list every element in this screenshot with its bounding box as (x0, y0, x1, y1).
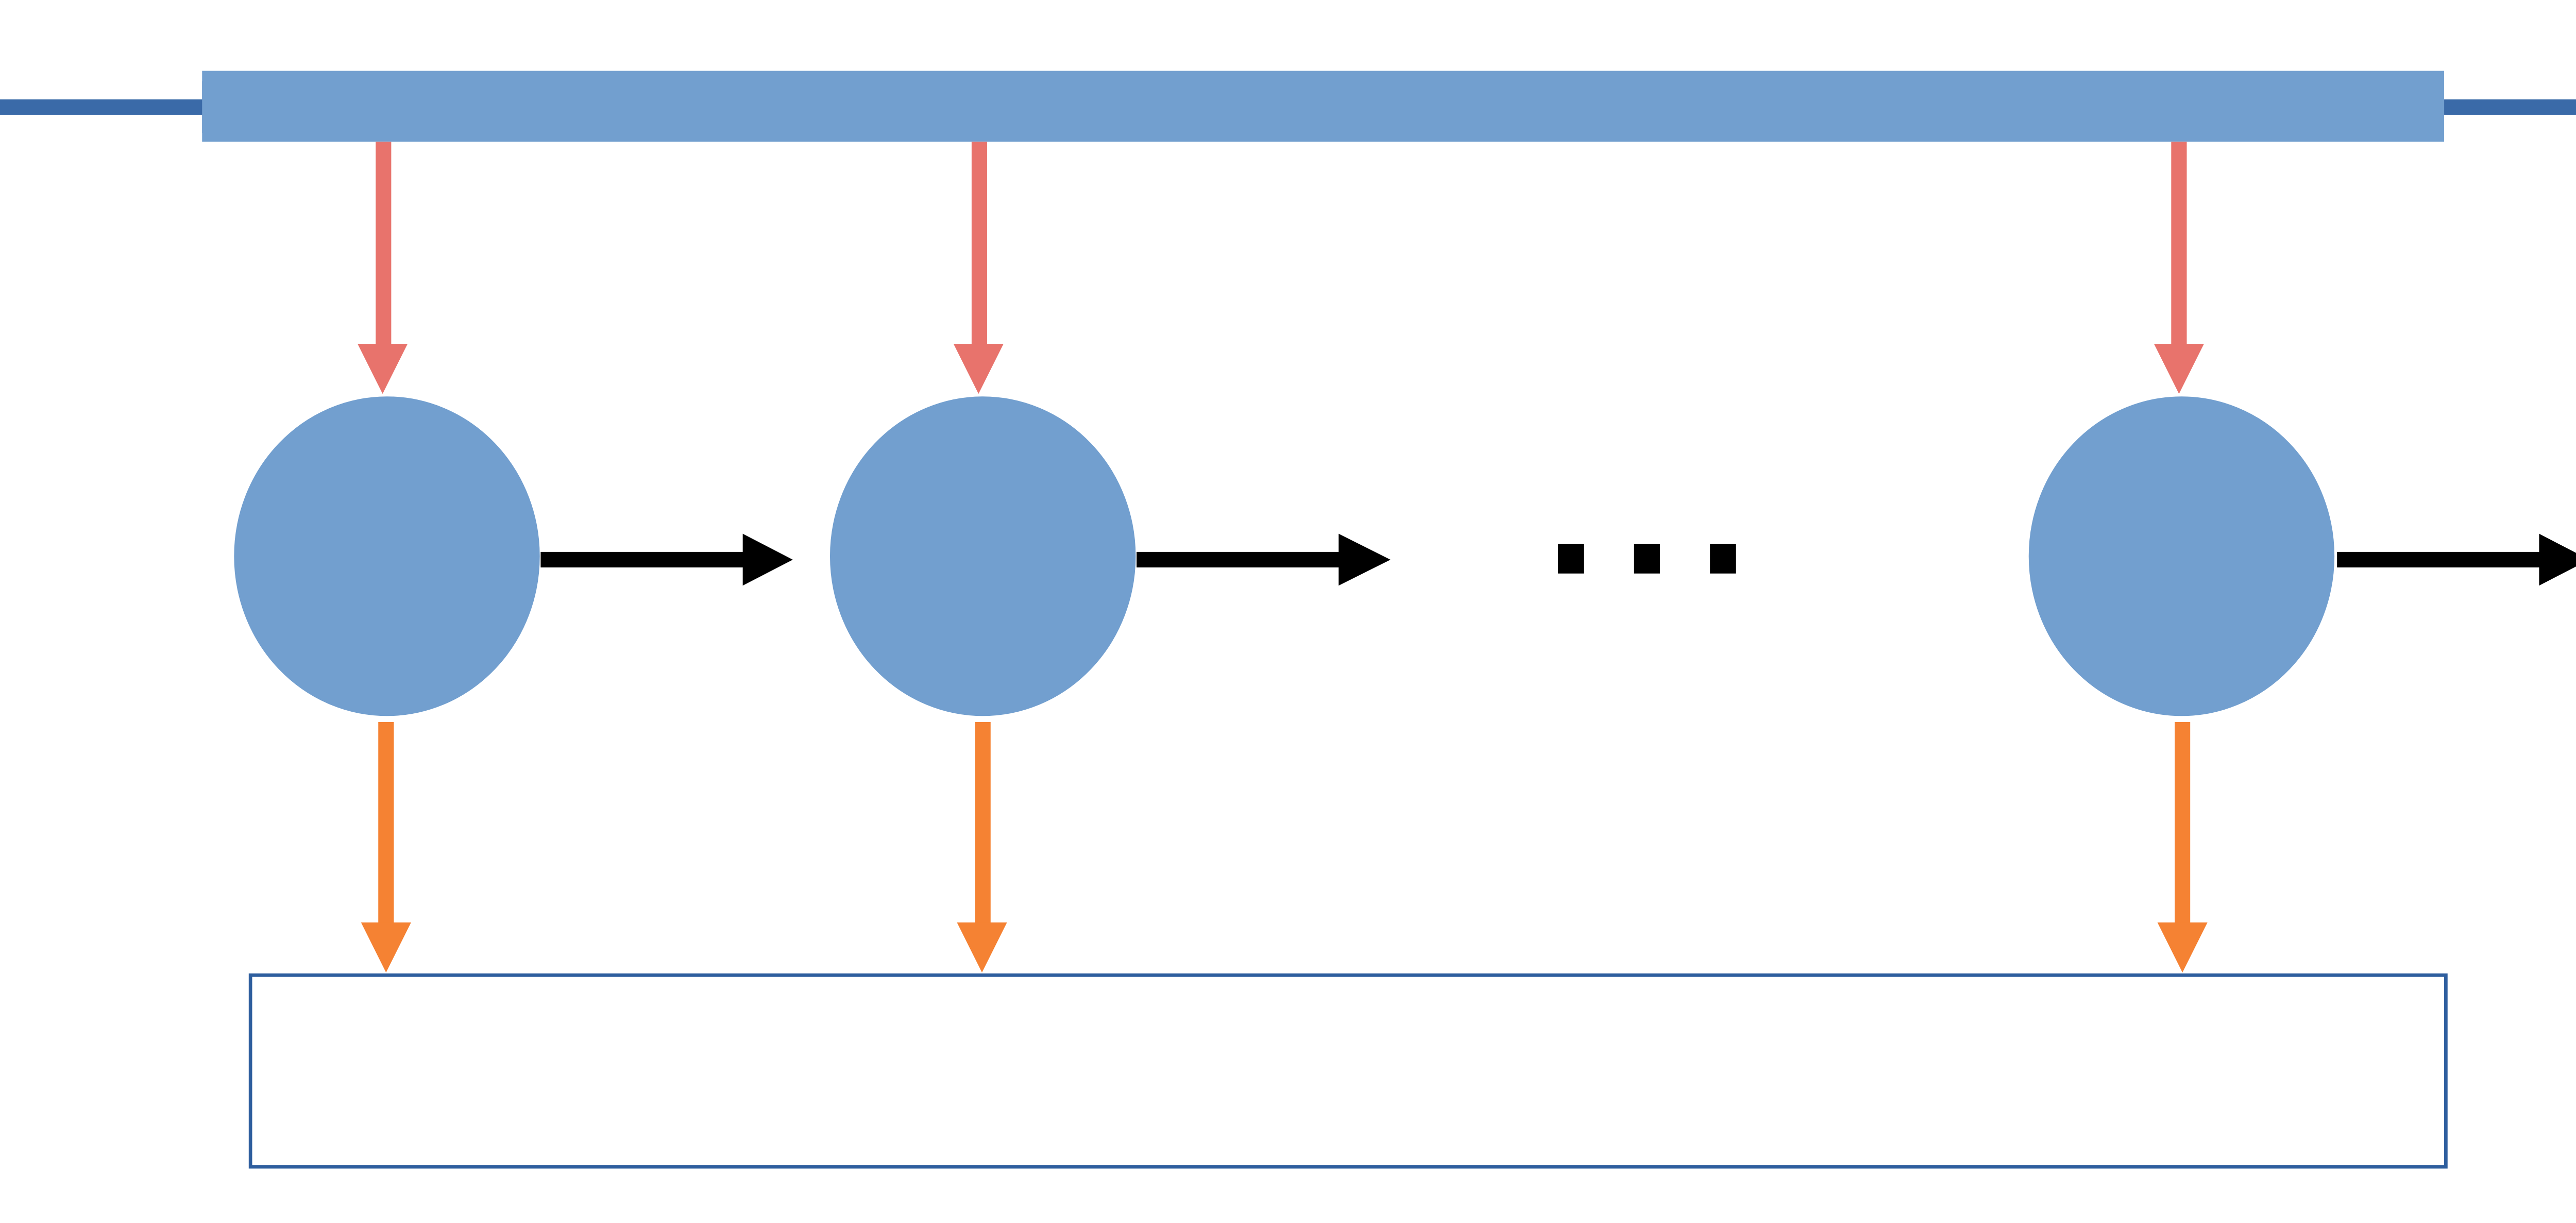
ellipsis (1558, 544, 1736, 574)
ellipsis-dot (1710, 544, 1736, 574)
down-arrow-bottom-2 (957, 722, 1007, 973)
chain-arrow-n (2337, 533, 2576, 586)
node-1 (232, 394, 542, 718)
down-arrow-top-2 (953, 141, 1004, 394)
chain-arrow-1 (540, 533, 793, 586)
ellipsis-dot (1634, 544, 1660, 574)
down-arrow-top-1 (358, 141, 408, 394)
node-n (2027, 394, 2336, 718)
down-arrow-bottom-n (2157, 722, 2208, 973)
down-arrow-top-n (2154, 141, 2205, 394)
chain-arrow-2 (1137, 533, 1391, 586)
node-2 (828, 394, 1138, 718)
down-arrow-bottom-1 (361, 722, 411, 973)
ellipsis-dot (1558, 544, 1584, 574)
output-arrow (2444, 99, 2576, 115)
top-bar (202, 71, 2445, 142)
bottom-box (248, 973, 2448, 1169)
